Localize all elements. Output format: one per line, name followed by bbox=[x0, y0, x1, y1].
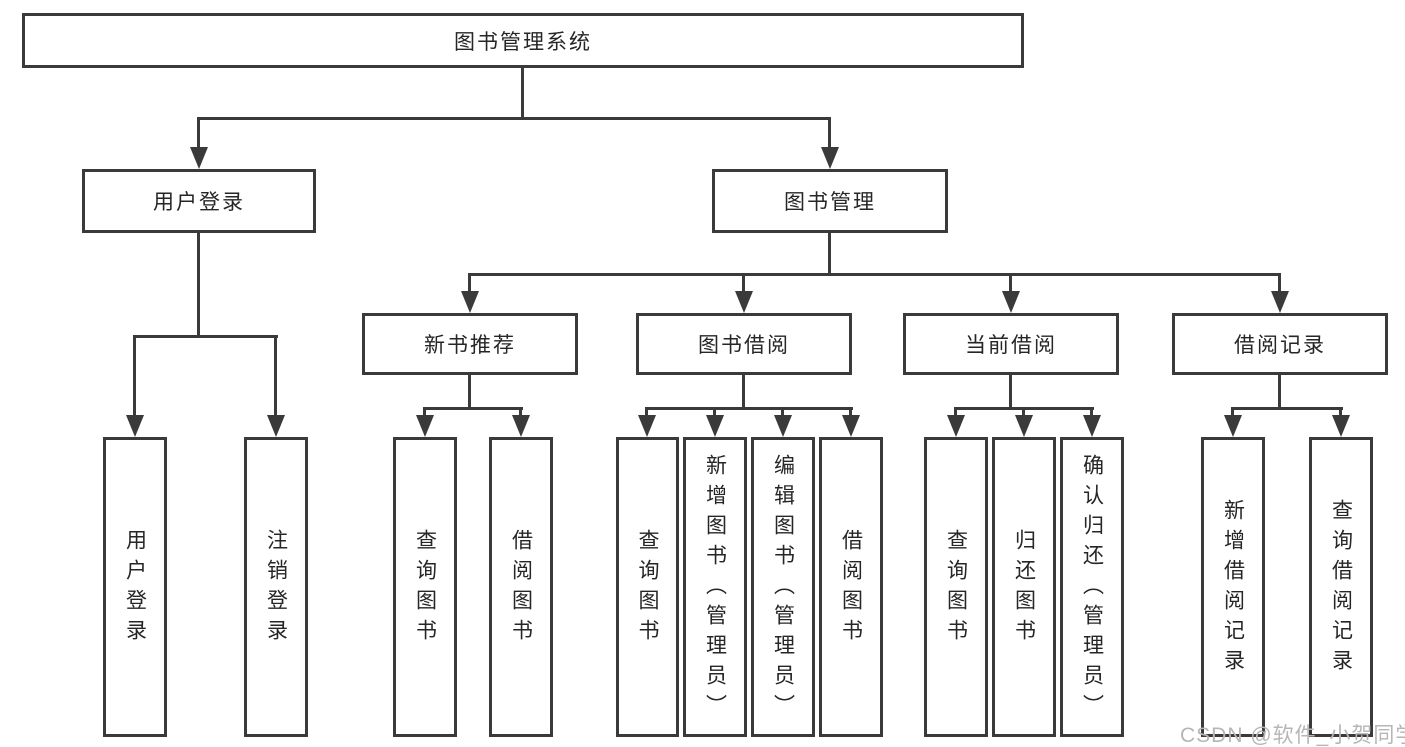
connector-drop-return-book bbox=[1022, 407, 1025, 419]
connector-drop-book-management bbox=[828, 117, 831, 151]
arrowhead-logout bbox=[267, 415, 285, 437]
node-leaf-logout: 注销登录 bbox=[244, 437, 308, 737]
arrowhead-book-borrow bbox=[735, 291, 753, 313]
node-leaf-query-books-current: 查询图书 bbox=[924, 437, 988, 737]
connector-currentborrow-stem bbox=[1009, 375, 1012, 407]
node-leaf-confirm-return-admin: 确认归还（管理员） bbox=[1060, 437, 1124, 737]
connector-drop-current-borrow bbox=[1009, 273, 1012, 293]
node-new-book-recommendation: 新书推荐 bbox=[362, 313, 578, 375]
node-leaf-return-book: 归还图书 bbox=[992, 437, 1056, 737]
node-book-management: 图书管理 bbox=[712, 169, 948, 233]
node-leaf-query-books-recommend: 查询图书 bbox=[393, 437, 457, 737]
arrowhead-return-book bbox=[1015, 415, 1033, 437]
connector-bookborrow-rail bbox=[645, 407, 853, 410]
connector-drop-edit-book bbox=[781, 407, 784, 419]
arrowhead-confirm-return bbox=[1083, 415, 1101, 437]
node-leaf-edit-book-admin: 编辑图书（管理员） bbox=[751, 437, 815, 737]
arrowhead-login bbox=[126, 415, 144, 437]
node-leaf-query-books-borrowing: 查询图书 bbox=[616, 437, 679, 737]
arrowhead-edit-book bbox=[774, 415, 792, 437]
connector-drop-query-books-1 bbox=[423, 407, 426, 419]
arrowhead-borrow-records bbox=[1271, 291, 1289, 313]
arrowhead-query-record bbox=[1332, 415, 1350, 437]
connector-newbooks-stem bbox=[468, 375, 471, 407]
connector-drop-logout bbox=[274, 335, 277, 417]
connector-userlogin-stem bbox=[197, 233, 200, 335]
arrowhead-query-books-2 bbox=[638, 415, 656, 437]
connector-newbooks-rail bbox=[423, 407, 523, 410]
connector-drop-login bbox=[133, 335, 136, 417]
node-borrowing-records: 借阅记录 bbox=[1172, 313, 1388, 375]
node-leaf-borrow-books-recommend: 借阅图书 bbox=[489, 437, 553, 737]
connector-bookborrow-stem bbox=[742, 375, 745, 407]
connector-drop-add-record bbox=[1231, 407, 1234, 419]
arrowhead-current-borrow bbox=[1002, 291, 1020, 313]
watermark: CSDN @软件_小贺同学 bbox=[1180, 724, 1405, 747]
connector-drop-user-login bbox=[197, 117, 200, 151]
connector-drop-borrow-records bbox=[1278, 273, 1281, 293]
node-user-login: 用户登录 bbox=[82, 169, 316, 233]
connector-root-stem bbox=[521, 68, 524, 117]
connector-userlogin-rail bbox=[133, 335, 278, 338]
node-leaf-query-borrow-record: 查询借阅记录 bbox=[1309, 437, 1373, 737]
connector-drop-confirm-return bbox=[1090, 407, 1093, 419]
connector-drop-query-books-2 bbox=[645, 407, 648, 419]
connector-drop-query-record bbox=[1339, 407, 1342, 419]
node-leaf-user-login: 用户登录 bbox=[103, 437, 167, 737]
connector-drop-borrow-books-2 bbox=[849, 407, 852, 419]
connector-root-rail bbox=[197, 117, 831, 120]
connector-bookmgmt-stem bbox=[828, 233, 831, 273]
node-leaf-add-borrow-record: 新增借阅记录 bbox=[1201, 437, 1265, 737]
connector-drop-query-books-3 bbox=[954, 407, 957, 419]
arrowhead-add-book bbox=[706, 415, 724, 437]
connector-records-stem bbox=[1278, 375, 1281, 407]
arrowhead-borrow-books-2 bbox=[842, 415, 860, 437]
connector-drop-new-books bbox=[468, 273, 471, 293]
node-current-borrowing: 当前借阅 bbox=[903, 313, 1119, 375]
arrowhead-book-management bbox=[821, 147, 839, 169]
node-leaf-borrow-books: 借阅图书 bbox=[819, 437, 883, 737]
arrowhead-query-books-1 bbox=[416, 415, 434, 437]
connector-drop-borrow-books-1 bbox=[519, 407, 522, 419]
arrowhead-query-books-3 bbox=[947, 415, 965, 437]
connector-bookmgmt-rail bbox=[468, 273, 1281, 276]
arrowhead-borrow-books-1 bbox=[512, 415, 530, 437]
node-book-borrowing: 图书借阅 bbox=[636, 313, 852, 375]
arrowhead-user-login bbox=[190, 147, 208, 169]
arrowhead-new-books bbox=[461, 291, 479, 313]
connector-drop-book-borrow bbox=[742, 273, 745, 293]
arrowhead-add-record bbox=[1224, 415, 1242, 437]
node-leaf-add-book-admin: 新增图书（管理员） bbox=[683, 437, 747, 737]
connector-records-rail bbox=[1231, 407, 1343, 410]
node-library-management-system: 图书管理系统 bbox=[22, 13, 1024, 68]
connector-drop-add-book bbox=[713, 407, 716, 419]
